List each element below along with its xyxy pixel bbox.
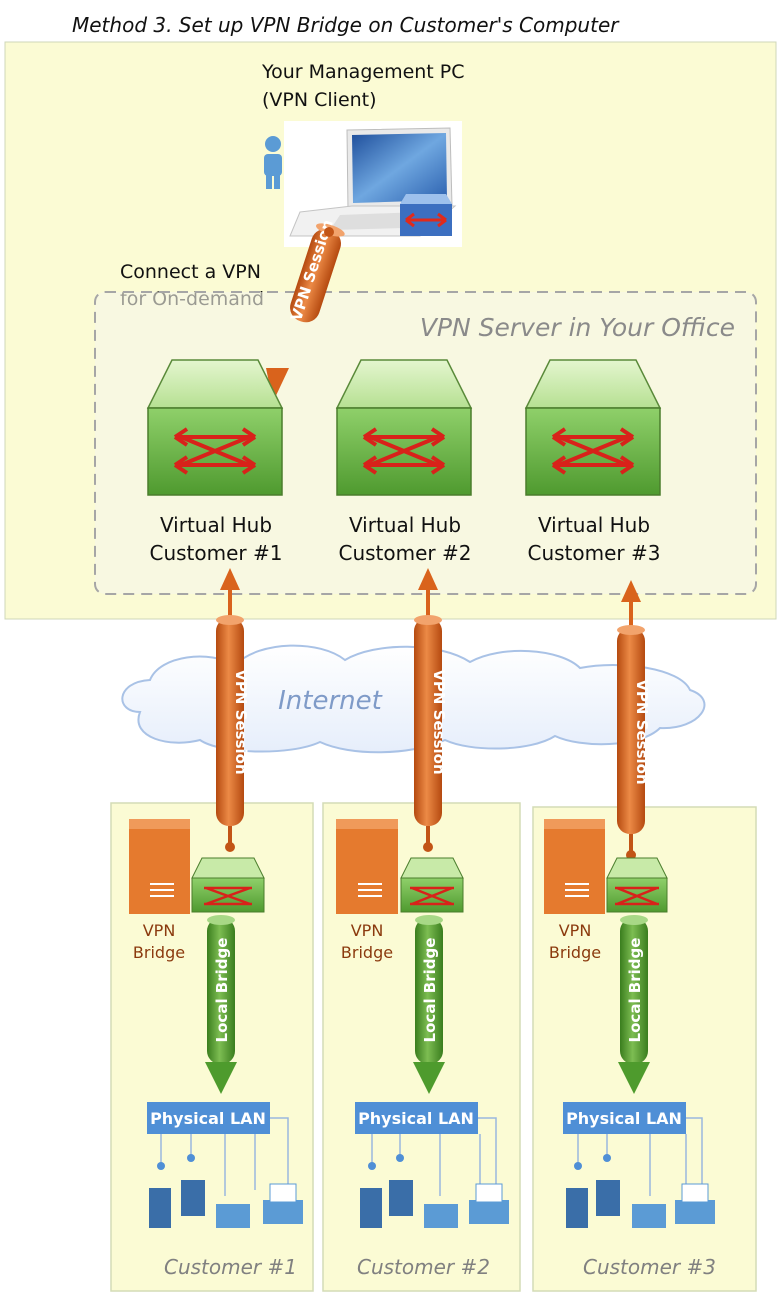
- virtual-hub-2: [335, 359, 473, 496]
- vpn-client-icon: [400, 194, 452, 236]
- vpn-bridge-3-label: VPN: [559, 921, 592, 940]
- vpn-session-tube-1: VPN Session: [216, 568, 250, 852]
- management-pc-label: Your Management PC: [261, 61, 465, 83]
- hub-3-label: Virtual Hub: [538, 513, 650, 537]
- fax-icon: [216, 1204, 250, 1228]
- local-bridge-2-label: Local Bridge: [421, 938, 439, 1043]
- vpn-session-tube-3: VPN Session: [617, 580, 651, 860]
- vpn-bridge-1-sublabel: Bridge: [133, 943, 185, 962]
- physical-lan-1: [147, 1102, 270, 1134]
- server-icon-1: [129, 819, 190, 914]
- hub-1-sublabel: Customer #1: [150, 541, 283, 565]
- customer-1-label: Customer #1: [164, 1255, 297, 1279]
- lan-network-1: Physical LAN: [147, 1102, 303, 1228]
- virtual-hub-3: [524, 359, 662, 496]
- pc-icon: [360, 1188, 382, 1228]
- server-icon-2: [336, 819, 398, 914]
- pc-icon: [566, 1188, 588, 1228]
- management-pc-sublabel: (VPN Client): [262, 89, 377, 111]
- hub-3-sublabel: Customer #3: [528, 541, 661, 565]
- physical-lan-1-label: Physical LAN: [150, 1109, 266, 1128]
- pc-icon: [389, 1180, 413, 1216]
- fax-icon: [424, 1204, 458, 1228]
- local-bridge-tube-2: Local Bridge: [413, 915, 445, 1094]
- user-icon: [264, 136, 282, 189]
- connect-vpn-label: Connect a VPN: [120, 261, 261, 283]
- session-3-label: VPN Session: [633, 679, 651, 784]
- bridge-hub-icon-3: [606, 857, 668, 913]
- session-1-label: VPN Session: [232, 669, 250, 774]
- lan-network-2: Physical LAN: [355, 1102, 509, 1228]
- local-bridge-1-label: Local Bridge: [213, 938, 231, 1043]
- vpn-bridge-2-sublabel: Bridge: [341, 943, 393, 962]
- local-bridge-3-label: Local Bridge: [626, 938, 644, 1043]
- local-bridge-tube-1: Local Bridge: [205, 915, 237, 1094]
- vpn-bridge-3-sublabel: Bridge: [549, 943, 601, 962]
- printer-icon: [469, 1200, 509, 1224]
- vpn-session-tube-2: VPN Session: [414, 568, 448, 852]
- pc-icon: [181, 1180, 205, 1216]
- fax-icon: [632, 1204, 666, 1228]
- physical-lan-2: [355, 1102, 478, 1134]
- diagram-title: Method 3. Set up VPN Bridge on Customer'…: [72, 13, 620, 37]
- customer-2-label: Customer #2: [357, 1255, 490, 1279]
- pc-icon: [596, 1180, 620, 1216]
- printer-icon: [675, 1200, 715, 1224]
- local-bridge-tube-3: Local Bridge: [618, 915, 650, 1094]
- bridge-hub-icon-1: [191, 857, 265, 913]
- vpn-bridge-2-label: VPN: [351, 921, 384, 940]
- session-2-label: VPN Session: [430, 669, 448, 774]
- hub-2-sublabel: Customer #2: [339, 541, 472, 565]
- lan-network-3: Physical LAN: [563, 1102, 715, 1228]
- physical-lan-2-label: Physical LAN: [358, 1109, 474, 1128]
- physical-lan-3-label: Physical LAN: [566, 1109, 682, 1128]
- bridge-hub-icon-2: [400, 857, 464, 913]
- internet-label: Internet: [278, 686, 383, 716]
- vpn-bridge-1-label: VPN: [143, 921, 176, 940]
- physical-lan-3: [563, 1102, 686, 1134]
- hub-2-label: Virtual Hub: [349, 513, 461, 537]
- vpn-server-label: VPN Server in Your Office: [420, 313, 735, 342]
- hub-1-label: Virtual Hub: [160, 513, 272, 537]
- virtual-hub-1: [146, 359, 284, 496]
- pc-icon: [149, 1188, 171, 1228]
- customer-3-label: Customer #3: [583, 1255, 716, 1279]
- printer-icon: [263, 1200, 303, 1224]
- server-icon-3: [544, 819, 605, 914]
